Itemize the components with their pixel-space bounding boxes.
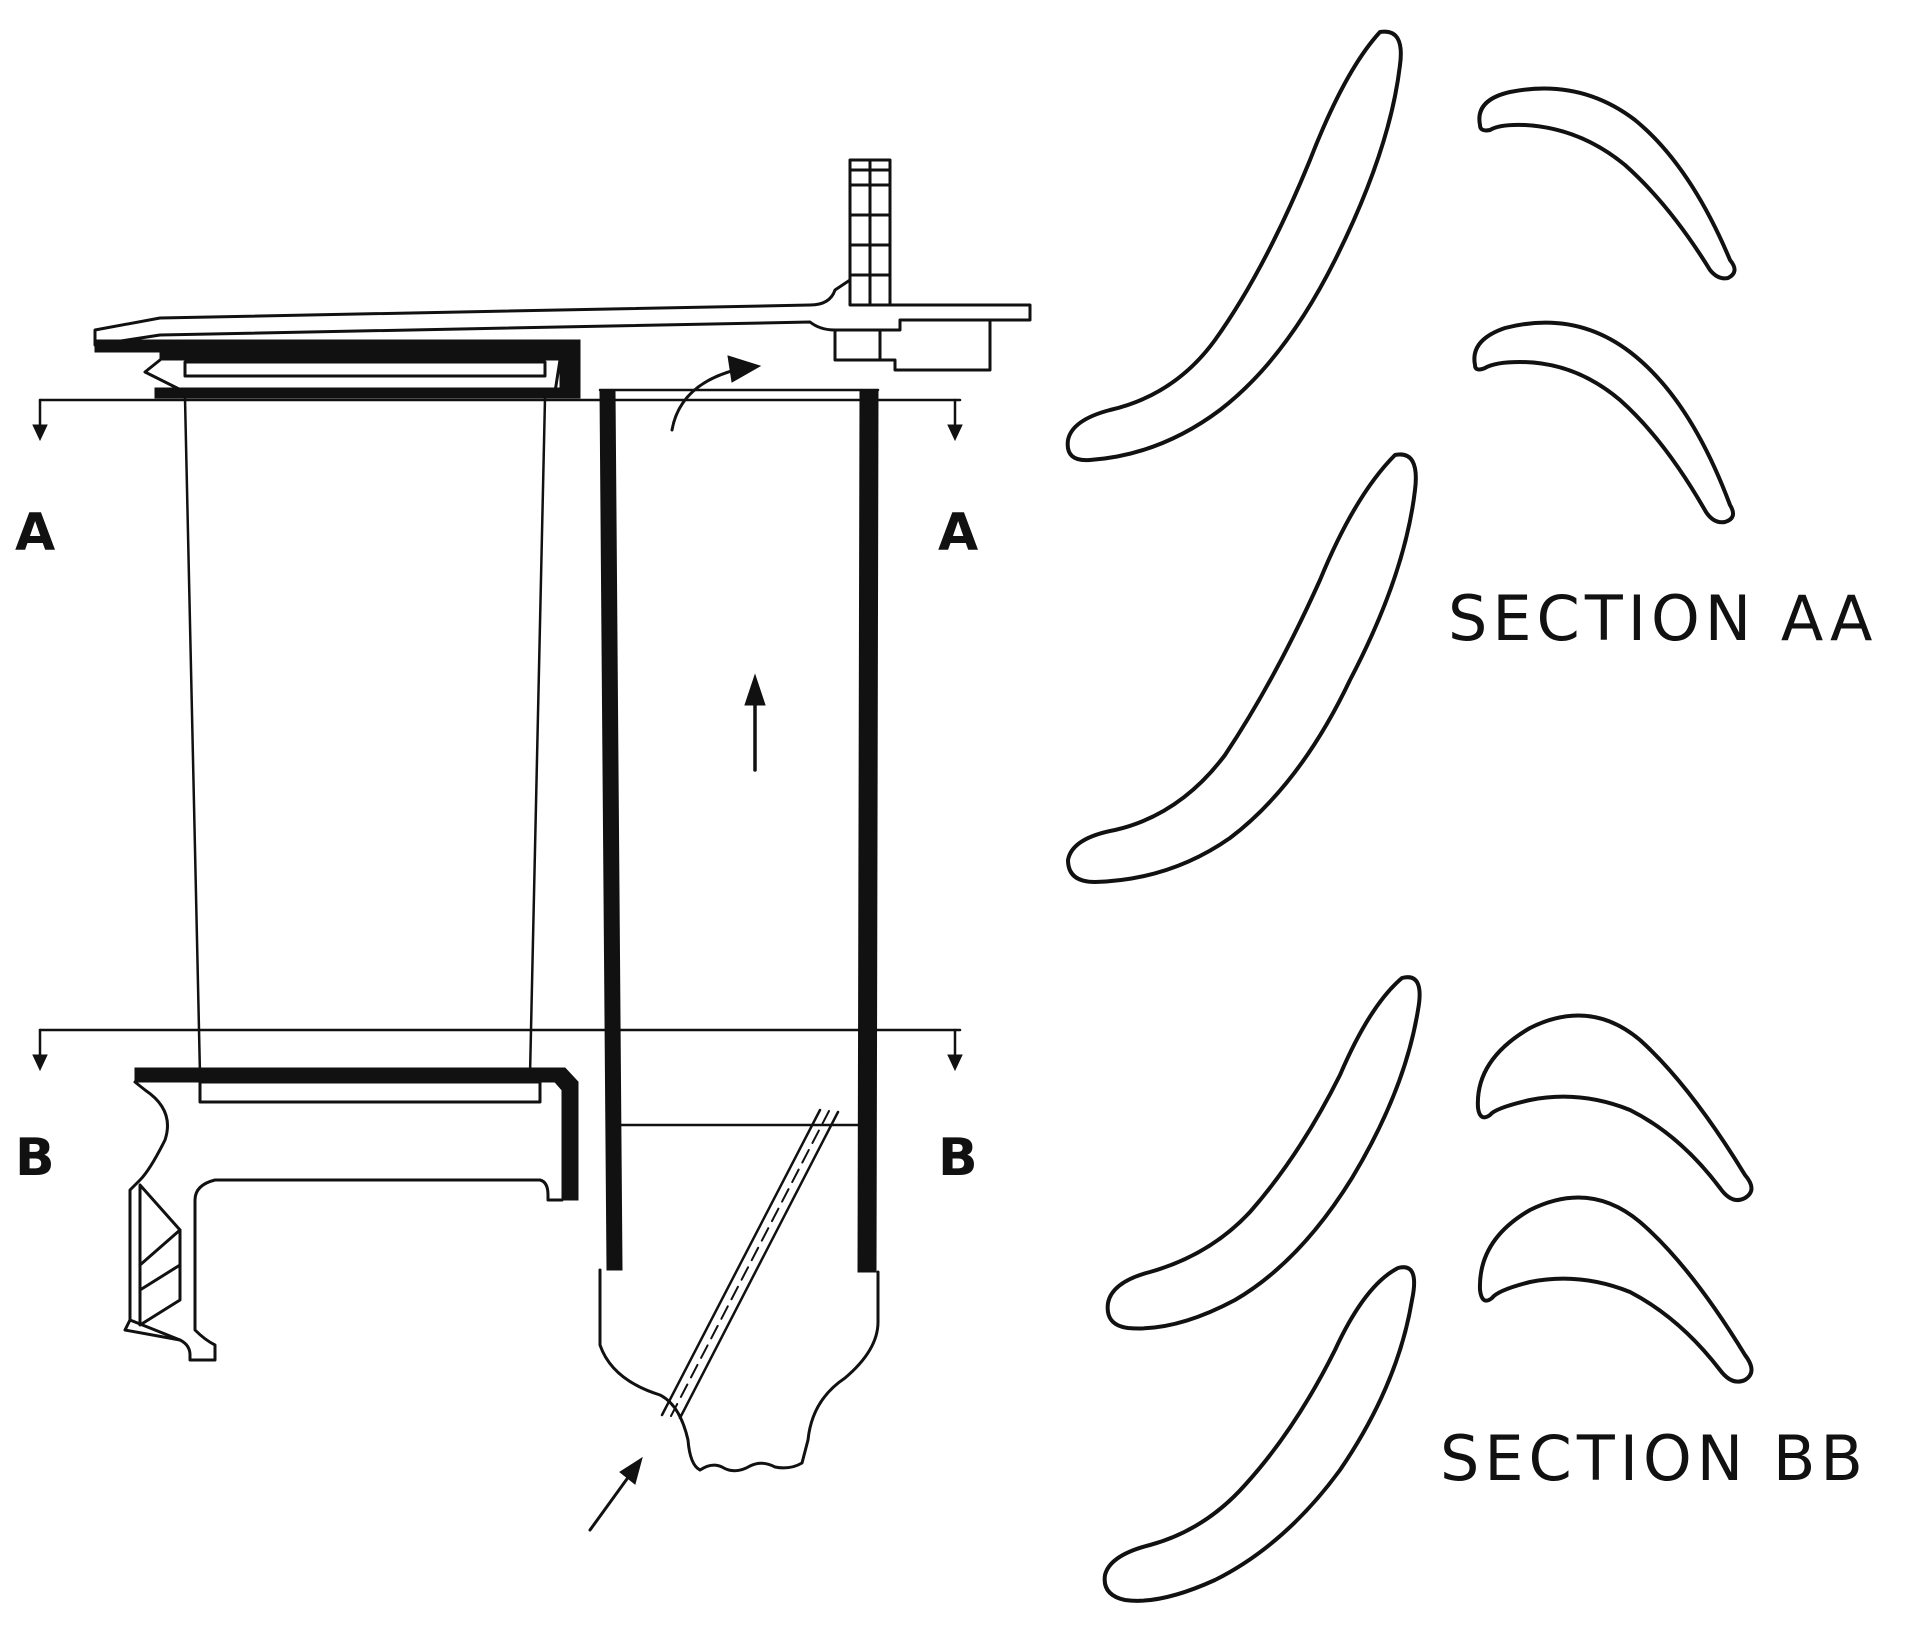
section-bb-label: SECTION BB — [1440, 1422, 1868, 1495]
cut-line-a — [32, 398, 963, 442]
blade-side-view — [183, 396, 547, 1077]
cut-label-a-right: A — [938, 503, 978, 563]
top-casing — [93, 158, 1032, 399]
section-aa-label: SECTION AA — [1448, 582, 1877, 655]
cut-line-b — [32, 1028, 963, 1072]
section-aa-airfoils — [1065, 29, 1737, 884]
cooling-duct — [588, 355, 880, 1532]
cut-label-b-right: B — [938, 1128, 978, 1188]
cut-label-a-left: A — [15, 503, 55, 563]
bottom-platform — [123, 1067, 579, 1362]
cut-label-b-left: B — [15, 1128, 55, 1188]
section-bb-airfoils — [1102, 975, 1754, 1603]
